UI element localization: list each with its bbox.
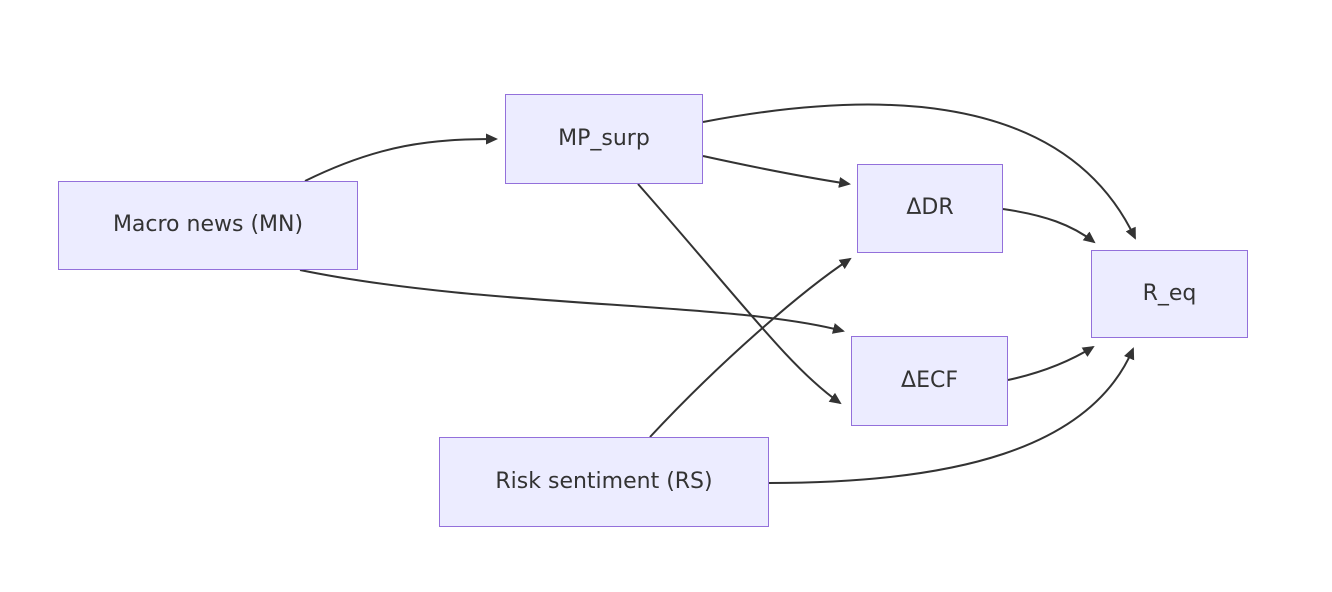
edge-mn-to-decf [299, 269, 845, 334]
node-mp-surp-label: MP_surp [558, 125, 650, 151]
edge-decf-to-req [1007, 345, 1095, 381]
edge-mn-to-mpsurp [304, 133, 498, 182]
edge-mpsurp-to-decf [637, 183, 842, 405]
edge-ddr-to-req [1002, 208, 1096, 244]
node-delta-dr-label: ΔDR [906, 195, 954, 221]
edge-rs-to-req [768, 347, 1135, 484]
node-risk-sentiment: Risk sentiment (RS) [439, 437, 769, 527]
edge-mpsurp-to-req [702, 103, 1136, 240]
node-mp-surp: MP_surp [505, 94, 703, 184]
node-r-eq-label: R_eq [1142, 280, 1197, 306]
node-macro-news: Macro news (MN) [58, 181, 358, 270]
node-delta-ecf-label: ΔECF [901, 367, 958, 393]
edge-mpsurp-to-ddr [702, 155, 851, 188]
node-macro-news-label: Macro news (MN) [112, 212, 304, 238]
edge-rs-to-ddr [649, 257, 852, 438]
node-risk-sentiment-label: Risk sentiment (RS) [495, 468, 713, 494]
node-delta-dr: ΔDR [857, 164, 1003, 253]
node-r-eq: R_eq [1091, 250, 1248, 338]
node-delta-ecf: ΔECF [851, 336, 1008, 426]
